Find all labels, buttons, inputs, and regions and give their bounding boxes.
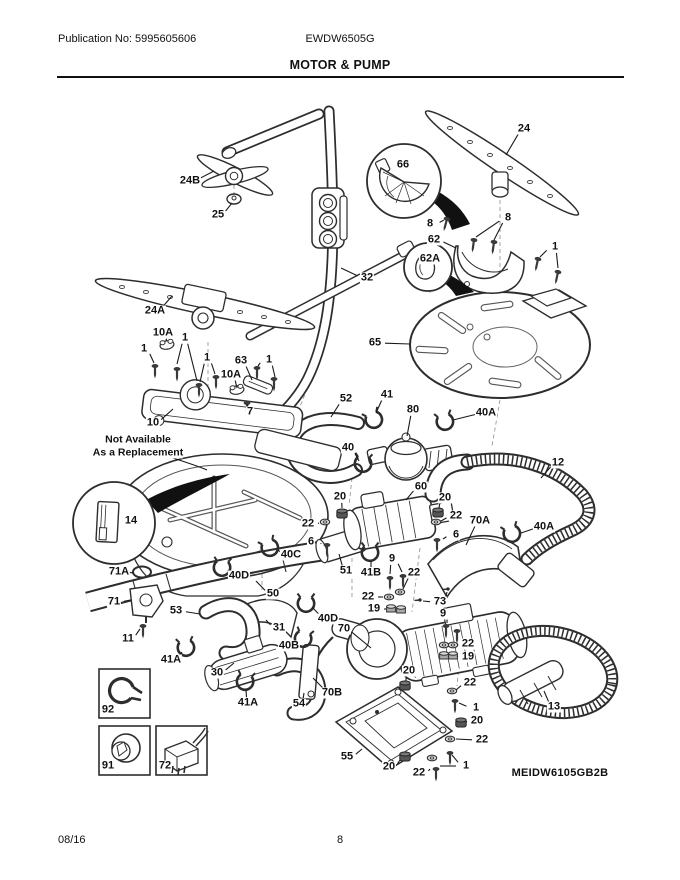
spray-arm-24 <box>424 110 580 216</box>
note-line-2: As a Replacement <box>92 446 184 458</box>
elbow-53 <box>198 597 261 662</box>
spray-arm-24a <box>94 240 416 341</box>
filter-plate-65 <box>409 288 591 399</box>
footer-page-number: 8 <box>336 834 344 846</box>
drain-hose-13 <box>487 624 619 720</box>
title-rule <box>57 76 624 78</box>
bracket-70b <box>298 636 334 701</box>
feed-tube-32 <box>221 105 348 433</box>
check-valve-80 <box>366 432 454 481</box>
clip-63 <box>242 375 274 395</box>
manifold-10 <box>141 338 342 472</box>
callout-circle-66 <box>366 143 470 230</box>
footer-date: 08/16 <box>58 834 86 846</box>
drain-pump-60 <box>343 491 455 551</box>
boxed-relay-72 <box>155 725 209 776</box>
not-available-note: Not Available As a Replacement <box>92 433 184 459</box>
spray-arm-24b <box>196 154 274 205</box>
callout-circle-14 <box>72 474 230 565</box>
elbow-54 <box>269 657 327 721</box>
hose-12 <box>424 452 596 588</box>
page-title: MOTOR & PUMP <box>289 58 391 72</box>
diagram-id-watermark: MEIDW6105GB2B <box>511 767 609 779</box>
model-number: EWDW6505G <box>305 33 375 45</box>
note-line-1: Not Available <box>105 433 171 446</box>
o-ring-71a <box>132 565 152 579</box>
publication-number: Publication No: 5995605606 <box>58 33 197 45</box>
inlet-71 <box>129 565 164 623</box>
